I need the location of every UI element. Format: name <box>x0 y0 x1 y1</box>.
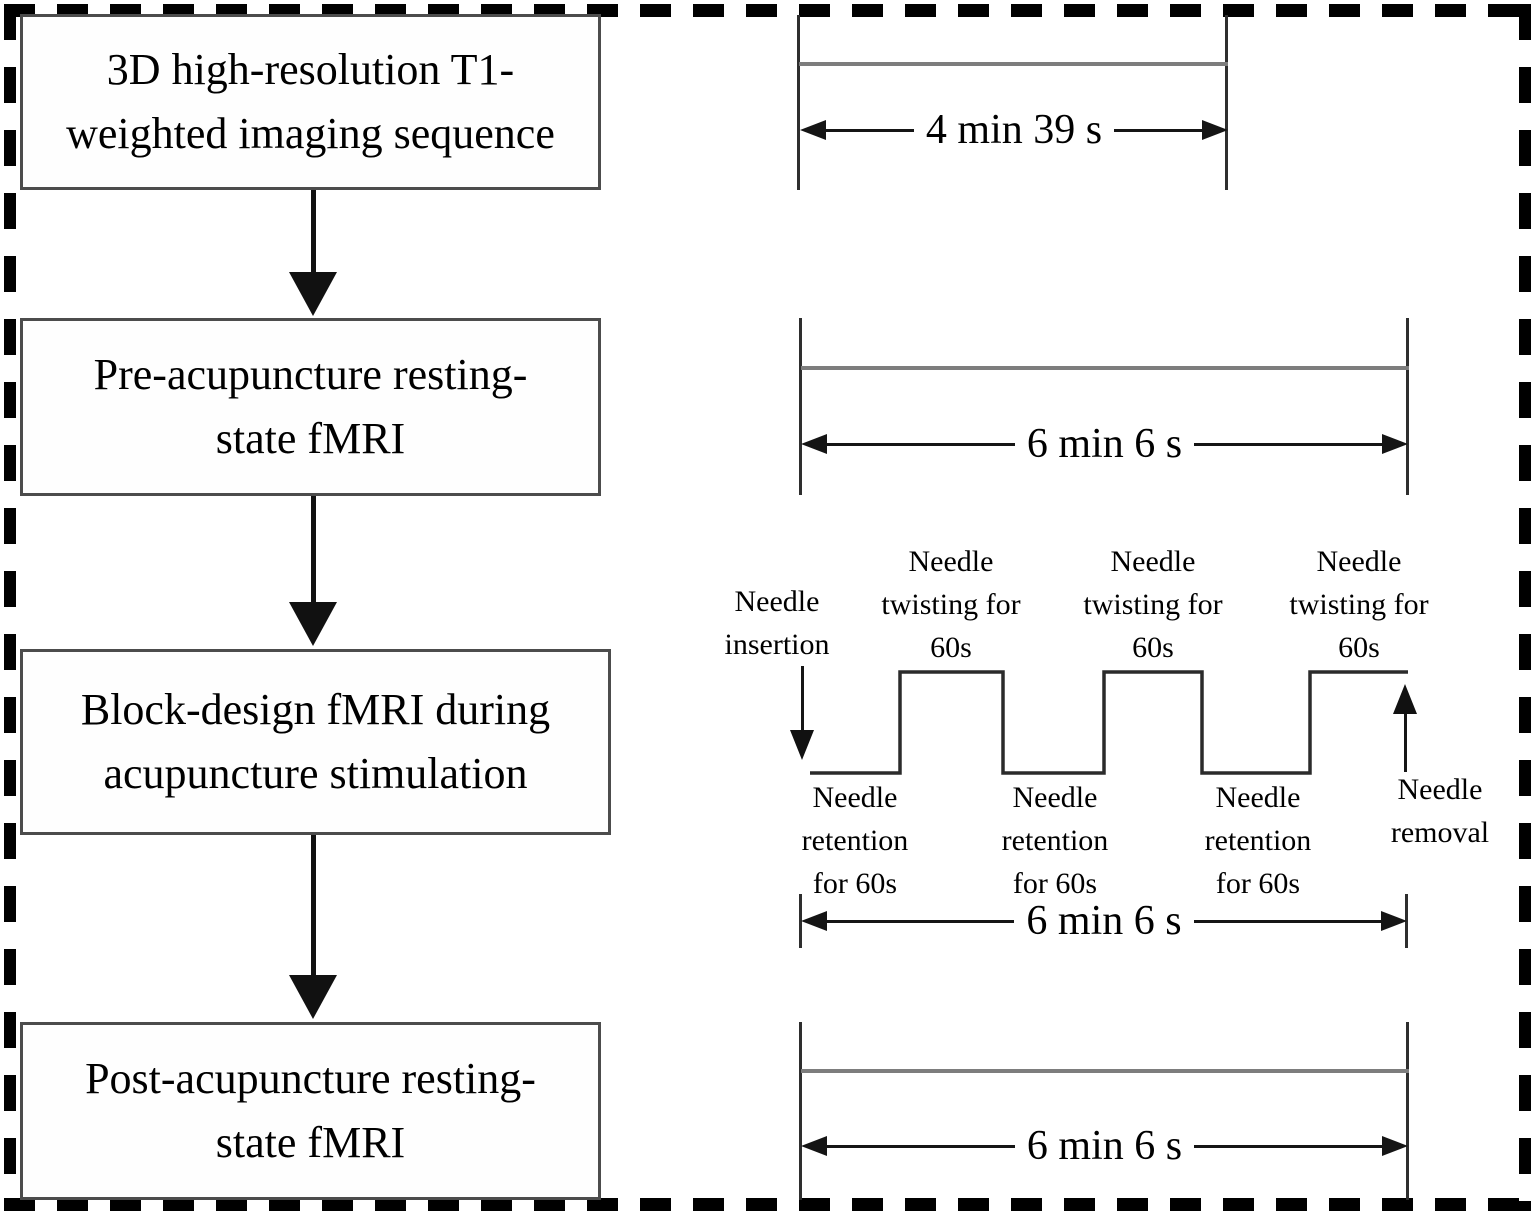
step-label-pre: Pre-acupuncture resting- state fMRI <box>93 350 528 463</box>
t1-timeline-baseline <box>799 62 1228 66</box>
step-box-post-fmri: Post-acupuncture resting- state fMRI <box>20 1022 601 1200</box>
arrow-left-icon <box>801 911 827 931</box>
step-label-block: Block-design fMRI during acupuncture sti… <box>80 685 551 798</box>
arrow-line <box>1193 919 1381 923</box>
post-duration-label: 6 min 6 s <box>1026 1123 1183 1169</box>
block-duration-label: 6 min 6 s <box>1026 898 1182 944</box>
t1-duration-label: 4 min 39 s <box>925 107 1103 153</box>
dashed-frame-left <box>4 4 16 1211</box>
arrow-line <box>827 919 1015 923</box>
flow-arrow-3-head <box>289 975 337 1019</box>
needle-insertion-label: Needle insertion <box>724 585 830 661</box>
arrow-left-icon <box>801 1136 827 1156</box>
needle-removal-arrow-icon <box>1392 684 1418 772</box>
arrow-left-icon <box>801 434 827 454</box>
needle-insertion-arrow-icon <box>789 666 815 760</box>
post-timeline-tick-left <box>799 1022 802 1200</box>
flow-arrow-1-head <box>289 272 337 316</box>
pre-timeline-baseline <box>801 366 1409 370</box>
needle-twisting-label-3: Needle twisting for 60s <box>1289 545 1429 664</box>
pre-timeline-tick-right <box>1406 318 1409 495</box>
dashed-frame-top <box>4 4 1531 17</box>
needle-twisting-label-1: Needle twisting for 60s <box>881 545 1021 664</box>
flow-arrow-3-icon <box>289 835 337 1019</box>
arrow-line <box>1194 1144 1382 1148</box>
pre-timeline-tick-left <box>799 318 802 495</box>
block-duration-arrow: 6 min 6 s <box>801 898 1407 944</box>
arrow-right-icon <box>1382 434 1408 454</box>
needle-retention-label-1: Needle retention for 60s <box>801 781 909 900</box>
flow-arrow-1-icon <box>289 190 337 316</box>
needle-removal-arrow-stem <box>1403 714 1407 772</box>
arrow-right-icon <box>1382 1136 1408 1156</box>
flow-arrow-3-stem <box>310 835 316 976</box>
arrow-left-icon <box>800 120 826 140</box>
arrow-line <box>827 442 1015 446</box>
dashed-frame-right <box>1519 4 1531 1211</box>
step-label-t1: 3D high-resolution T1- weighted imaging … <box>66 45 555 158</box>
flow-arrow-1-stem <box>310 190 316 273</box>
post-timeline-baseline <box>801 1069 1409 1073</box>
needle-removal-label: Needle removal <box>1390 773 1490 849</box>
needle-insertion-arrow-stem <box>800 666 804 730</box>
block-design-waveform <box>810 670 1408 775</box>
flow-arrow-2-head <box>289 602 337 646</box>
needle-retention-label-2: Needle retention for 60s <box>1001 781 1109 900</box>
step-box-t1-imaging: 3D high-resolution T1- weighted imaging … <box>20 14 601 190</box>
arrow-right-icon <box>1381 911 1407 931</box>
dashed-frame-bottom <box>4 1198 1531 1211</box>
needle-removal-arrow-head <box>1393 684 1417 714</box>
pre-duration-label: 6 min 6 s <box>1026 421 1183 467</box>
t1-timeline-tick-right <box>1225 15 1228 190</box>
arrow-line <box>826 128 914 132</box>
step-box-pre-fmri: Pre-acupuncture resting- state fMRI <box>20 318 601 496</box>
t1-duration-arrow: 4 min 39 s <box>800 107 1228 153</box>
flow-arrow-2-icon <box>289 496 337 646</box>
arrow-line <box>1114 128 1202 132</box>
block-duration-tick-left <box>799 894 802 948</box>
pre-duration-arrow: 6 min 6 s <box>801 421 1408 467</box>
t1-timeline-tick-left <box>797 15 800 190</box>
step-label-post: Post-acupuncture resting- state fMRI <box>85 1054 536 1167</box>
post-duration-arrow: 6 min 6 s <box>801 1123 1408 1169</box>
arrow-line <box>827 1144 1015 1148</box>
step-box-block-fmri: Block-design fMRI during acupuncture sti… <box>20 649 611 835</box>
post-timeline-tick-right <box>1406 1022 1409 1200</box>
arrow-right-icon <box>1202 120 1228 140</box>
arrow-line <box>1194 442 1382 446</box>
needle-twisting-label-2: Needle twisting for 60s <box>1083 545 1223 664</box>
needle-insertion-arrow-head <box>790 730 814 760</box>
flow-arrow-2-stem <box>310 496 316 603</box>
needle-retention-label-3: Needle retention for 60s <box>1204 781 1312 900</box>
